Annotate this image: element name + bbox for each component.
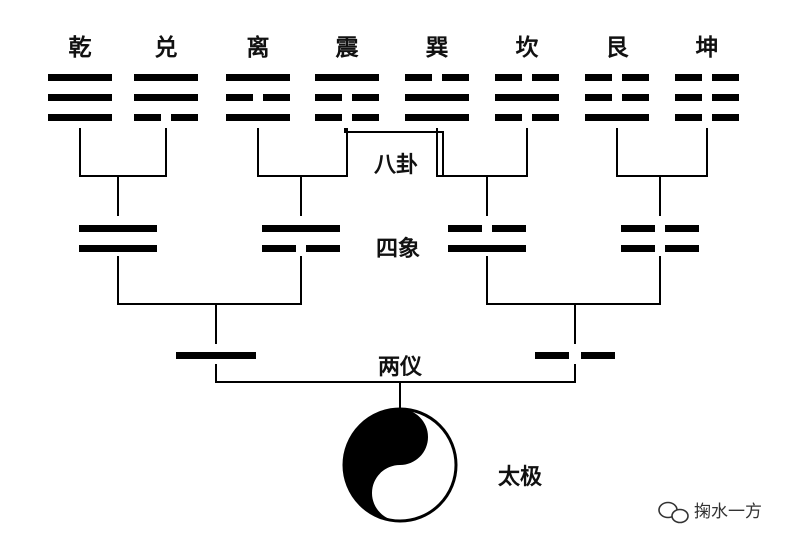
trigram-name: 艮 — [606, 35, 630, 61]
trigram-line-yang — [405, 94, 469, 101]
connector-gen-kun — [616, 128, 708, 177]
four-image-line-yin-right — [665, 225, 699, 232]
trigram-name: 离 — [247, 34, 270, 61]
trigram-line-yin-right — [532, 114, 559, 121]
watermark: 掬水一方 — [658, 501, 762, 524]
four-image-line-yang — [79, 225, 157, 232]
connector-li-zhen — [257, 128, 348, 177]
watermark-text: 掬水一方 — [694, 502, 762, 522]
trigram-line-yin-left — [495, 114, 522, 121]
trigram-name: 坤 — [696, 35, 719, 61]
two-form-line-yang — [176, 352, 256, 359]
trigram-line-yin-right — [712, 74, 739, 81]
label-sixiang: 四象 — [376, 236, 420, 262]
trigram-line-yin-right — [532, 74, 559, 81]
two-forms-row — [176, 352, 615, 359]
four-image-line-yang — [262, 225, 340, 232]
trigram-line-yang — [226, 114, 290, 121]
trigram-line-yin-left — [585, 94, 612, 101]
four-image-1 — [262, 225, 340, 252]
four-image-line-yang — [79, 245, 157, 252]
trigram-line-yin-left — [495, 74, 522, 81]
trigram-line-yin-left — [405, 74, 432, 81]
two-form-line-yin-left — [535, 352, 569, 359]
yin-yang-icon — [342, 407, 458, 523]
trigram-row: 乾兑离震巽坎艮坤 — [48, 34, 739, 121]
wechat-icon — [658, 501, 689, 524]
trigram-line-yang — [48, 74, 112, 81]
trigram-line-yin-left — [315, 94, 342, 101]
trigram-line-yang — [134, 94, 198, 101]
trigram-5: 坎 — [495, 34, 559, 121]
trigram-line-yang — [48, 114, 112, 121]
trigram-line-yang — [405, 114, 469, 121]
four-image-line-yin-right — [306, 245, 340, 252]
trigram-line-yin-right — [622, 74, 649, 81]
trigram-line-yin-right — [442, 74, 469, 81]
trigram-7: 坤 — [675, 35, 739, 121]
trigram-line-yin-left — [585, 74, 612, 81]
trigram-3: 震 — [315, 35, 379, 121]
trigram-4: 巽 — [405, 35, 469, 121]
trigram-line-yin-left — [315, 114, 342, 121]
label-taiji: 太极 — [498, 465, 543, 490]
four-image-line-yin-right — [665, 245, 699, 252]
trigram-name: 坎 — [516, 34, 539, 61]
four-image-0 — [79, 225, 157, 252]
four-image-line-yang — [448, 245, 526, 252]
four-images-row — [79, 225, 699, 252]
trigram-line-yin-right — [171, 114, 198, 121]
trigram-name: 兑 — [155, 34, 178, 61]
four-image-2 — [448, 225, 526, 252]
four-image-line-yin-right — [492, 225, 526, 232]
trigram-line-yang — [226, 74, 290, 81]
label-bagua: 八卦 — [374, 153, 418, 178]
connector-liangyi — [215, 364, 576, 383]
trigram-line-yin-right — [352, 114, 379, 121]
trigram-line-yang — [134, 74, 198, 81]
connector-lines — [79, 128, 708, 409]
connector-xun-kan — [436, 128, 528, 177]
trigram-line-yin-right — [712, 94, 739, 101]
two-form-1 — [535, 352, 615, 359]
trigram-name: 巽 — [426, 35, 449, 61]
trigram-name: 乾 — [69, 34, 92, 61]
trigram-line-yin-right — [352, 94, 379, 101]
trigram-name: 震 — [336, 35, 360, 61]
trigram-line-yin-left — [675, 94, 702, 101]
connector-qian-dui — [79, 128, 167, 177]
trigram-0: 乾 — [48, 34, 112, 121]
trigram-2: 离 — [226, 34, 290, 121]
trigram-line-yang — [315, 74, 379, 81]
trigram-line-yin-left — [675, 74, 702, 81]
trigram-1: 兑 — [134, 34, 198, 121]
four-image-line-yin-left — [621, 225, 655, 232]
four-image-line-yin-left — [621, 245, 655, 252]
trigram-line-yin-left — [675, 114, 702, 121]
trigram-line-yin-left — [134, 114, 161, 121]
trigram-line-yang — [495, 94, 559, 101]
trigram-line-yin-right — [263, 94, 290, 101]
trigram-6: 艮 — [585, 35, 649, 121]
four-image-3 — [621, 225, 699, 252]
connector-bagua-box — [344, 128, 444, 176]
label-liangyi: 两仪 — [378, 355, 423, 380]
connector-taiyang-shaoyin — [117, 256, 302, 305]
two-form-0 — [176, 352, 256, 359]
two-form-line-yin-right — [581, 352, 615, 359]
four-image-line-yin-left — [448, 225, 482, 232]
trigram-line-yin-right — [622, 94, 649, 101]
trigram-line-yang — [585, 114, 649, 121]
trigram-line-yin-left — [226, 94, 253, 101]
four-image-line-yin-left — [262, 245, 296, 252]
connector-shaoyang-taiyin — [486, 256, 661, 305]
trigram-line-yang — [48, 94, 112, 101]
trigram-line-yin-right — [712, 114, 739, 121]
